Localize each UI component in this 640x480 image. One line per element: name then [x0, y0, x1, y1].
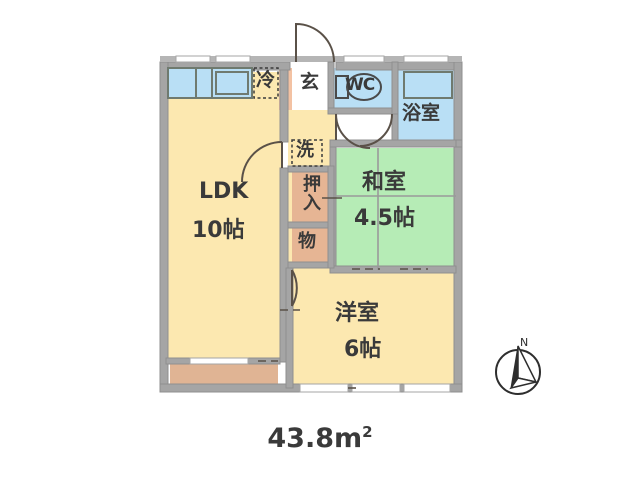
wall-wc-bath	[391, 61, 399, 115]
total-area-unit: m	[334, 423, 363, 454]
fixture-label-entrance: 玄	[300, 71, 320, 93]
total-area-label: 43.8m2	[0, 423, 640, 454]
window-balcony	[189, 357, 249, 365]
door-ldk-arc	[241, 141, 283, 183]
kitchen-sink	[215, 71, 249, 95]
fridge-space-box	[253, 67, 279, 99]
yoshitsu-floor	[292, 272, 456, 390]
room-label-washitsu-size: 4.5帖	[354, 206, 415, 231]
compass-needle-south	[509, 377, 537, 390]
window-kitchen-a	[175, 55, 211, 63]
wall-closet-bottom	[287, 261, 335, 269]
total-area-unit-sup: 2	[362, 423, 373, 441]
fixture-label-fridge: 冷	[256, 69, 276, 91]
window-yoshitsu-b	[351, 383, 401, 393]
door-entrance-arc	[295, 22, 335, 63]
fixture-label-closet-char: 入	[303, 192, 321, 214]
room-label-ldk-size: 10帖	[192, 218, 245, 243]
windows	[175, 55, 451, 393]
wall-washitsu-bottom	[329, 265, 457, 274]
room-label-bathroom-name: 浴室	[402, 102, 441, 124]
wall-hall-yoshitsu	[285, 267, 294, 389]
compass-north-label: N	[520, 336, 528, 349]
window-yoshitsu-c	[403, 383, 451, 393]
sliding-partitions	[258, 148, 456, 389]
window-wc-top	[343, 55, 385, 63]
fixture-label-storage: 物	[298, 231, 316, 252]
wall-closet-top	[287, 165, 335, 173]
toilet-bowl	[346, 73, 382, 101]
wall-top-eave	[160, 56, 462, 62]
room-label-yoshitsu-name: 洋室	[335, 301, 380, 326]
window-bath-top	[403, 55, 449, 63]
window-yoshitsu-a	[299, 383, 349, 393]
wall-top-right	[335, 61, 463, 71]
door-bath-arc	[359, 113, 393, 147]
toilet-fixture	[335, 73, 382, 101]
wall-hall-right-upper	[327, 61, 335, 113]
wall-washitsu-top	[329, 139, 457, 148]
wall-right	[453, 61, 463, 393]
wall-closet-right	[327, 165, 335, 269]
washer-space-box	[291, 139, 323, 167]
wall-wc-bottom	[327, 107, 399, 115]
fixture-label-closet-char: 押	[303, 174, 321, 195]
compass-rose: N	[495, 336, 541, 395]
room-label-washitsu-name: 和室	[362, 170, 407, 195]
kitchen-fixtures	[167, 67, 253, 99]
room-label-yoshitsu-size: 6帖	[344, 337, 382, 362]
room-label-ldk-name: LDK	[199, 179, 249, 204]
bathtub	[403, 71, 453, 99]
wall-closet-mid	[287, 221, 335, 229]
wall-ldk-hall	[279, 69, 289, 143]
total-area-value: 43.8	[267, 423, 335, 454]
washitsu-floor	[336, 148, 456, 270]
fixture-label-closet: 押入	[297, 174, 327, 214]
fixture-label-washer: 洗	[296, 140, 314, 161]
wall-left	[159, 61, 169, 393]
walls	[159, 56, 463, 393]
window-kitchen-b	[215, 55, 251, 63]
storage-floor	[292, 228, 332, 266]
ldk-floor	[166, 72, 282, 362]
doors	[241, 22, 393, 307]
fixture-label-toilet: WC	[345, 75, 375, 95]
door-yoshitsu-arc	[291, 269, 298, 307]
